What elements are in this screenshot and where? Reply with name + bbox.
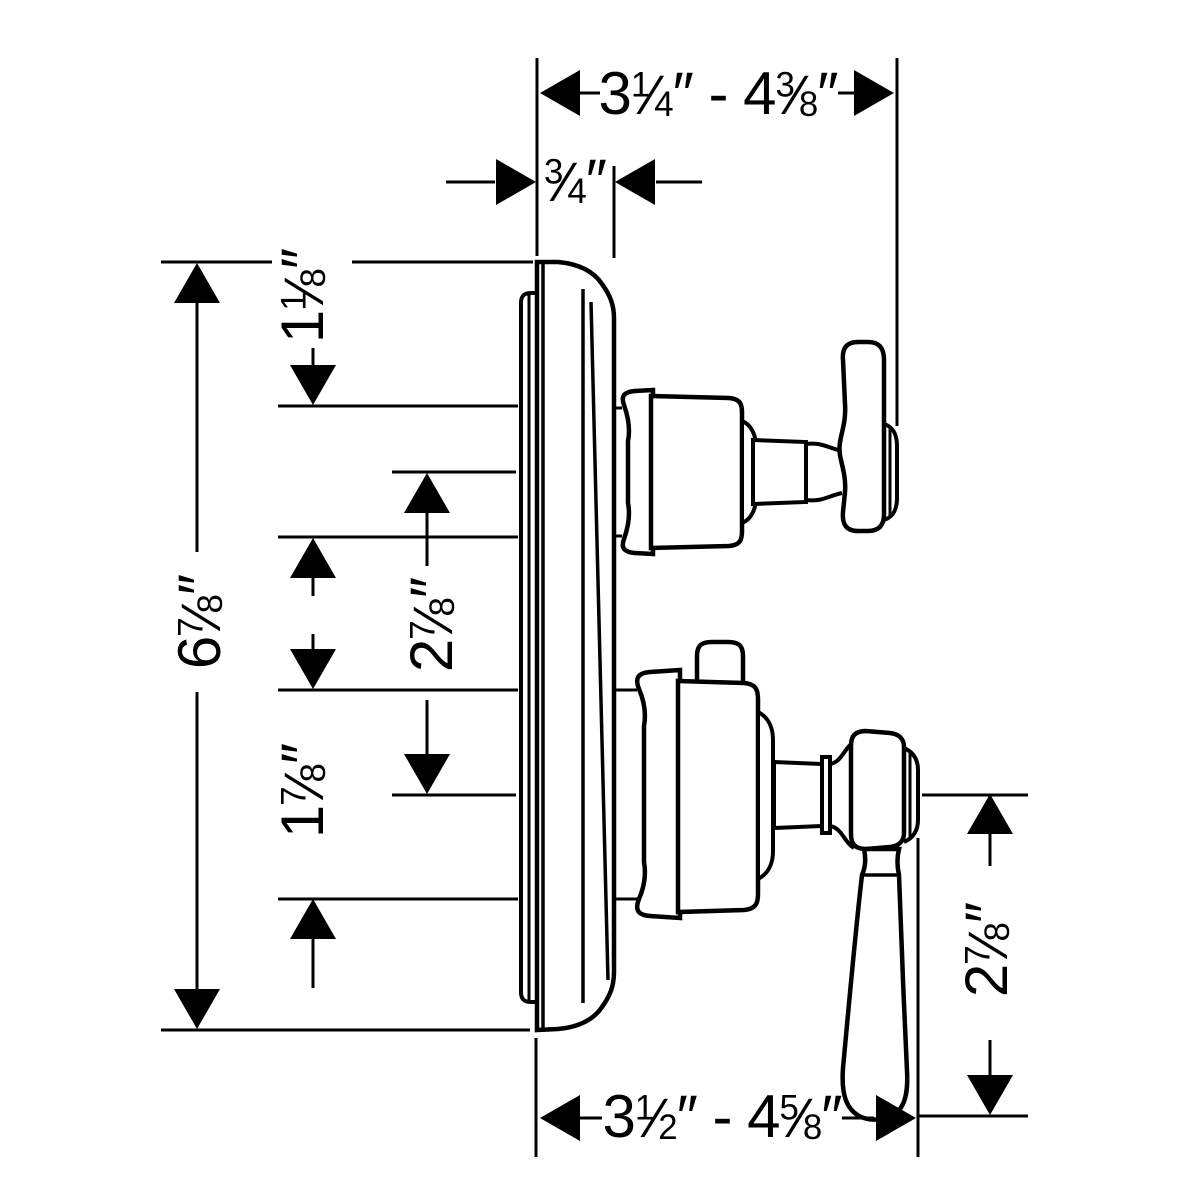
arrow-down-icon <box>290 649 336 689</box>
dim-label-plate-depth: 3⁄4″ <box>544 147 607 214</box>
upper-sleeve-flange <box>620 387 656 557</box>
dim-label-top-width: 31⁄4″ - 43⁄8″ <box>598 60 839 127</box>
safety-stop-knob <box>694 639 746 684</box>
lever-arm <box>840 846 910 1122</box>
upper-stem <box>751 437 808 507</box>
dim-label-bottom-width: 31⁄2″ - 45⁄8″ <box>602 1083 843 1150</box>
upper-handle-neck <box>805 441 843 503</box>
plate-cone-line <box>589 301 610 981</box>
cross-handle-body <box>837 339 887 534</box>
arrow-down-icon <box>967 1075 1013 1115</box>
dim-label-top-offset: 11⁄8″ <box>269 248 336 344</box>
arrow-down-icon <box>174 989 220 1029</box>
arrow-up-icon <box>967 794 1013 834</box>
arrow-down-icon <box>404 754 450 794</box>
lower-stem <box>772 759 824 831</box>
arrow-right-icon <box>876 1095 916 1141</box>
arrow-right-icon <box>854 70 894 116</box>
dimension-arrows <box>174 70 1013 1141</box>
lower-stem-endplate <box>820 755 832 835</box>
arrow-up-icon <box>290 538 336 578</box>
arrow-down-icon <box>290 365 336 405</box>
lower-sleeve-body <box>675 678 761 915</box>
arrow-left-icon <box>540 70 580 116</box>
arrow-up-icon <box>290 899 336 939</box>
arrow-right-icon <box>496 159 536 205</box>
lower-sleeve-flange <box>634 667 683 921</box>
plate-body <box>534 259 617 1033</box>
dim-label-handle-drop: 27⁄8″ <box>953 902 1020 998</box>
cross-handle <box>837 339 899 534</box>
escutcheon-plate <box>519 259 617 1033</box>
arrow-up-icon <box>174 263 220 303</box>
dim-label-overall-height: 67⁄8″ <box>166 574 233 670</box>
arrow-left-icon <box>540 1095 580 1141</box>
dimension-lines <box>195 91 992 1120</box>
lever-handle <box>840 728 920 1122</box>
lower-sleeve-nose <box>756 708 775 883</box>
dim-label-lower-offset: 17⁄8″ <box>269 743 336 839</box>
dim-label-center-distance: 27⁄8″ <box>398 577 465 673</box>
reference-lines <box>161 58 1028 1157</box>
arrow-left-icon <box>615 159 655 205</box>
volume-control-cartridge <box>620 387 843 557</box>
lever-knob <box>848 728 907 852</box>
upper-sleeve-body <box>648 393 745 551</box>
thermostatic-cartridge <box>634 639 856 921</box>
arrow-up-icon <box>404 473 450 513</box>
